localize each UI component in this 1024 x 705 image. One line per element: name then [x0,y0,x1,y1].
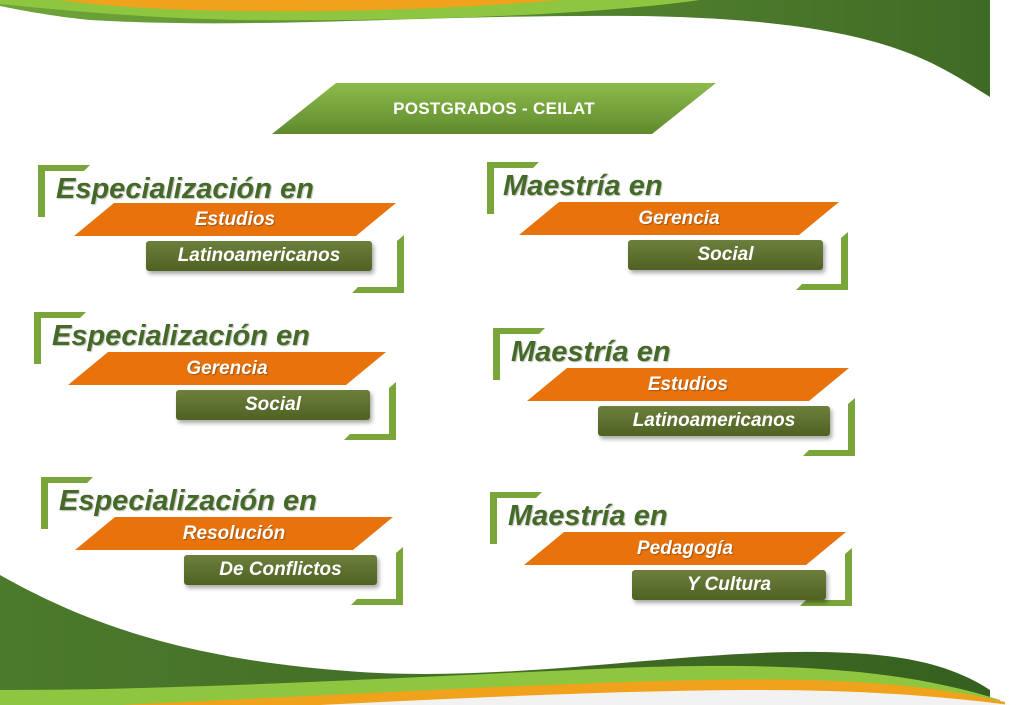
band-shape [75,517,393,550]
corner-brackets [493,328,855,456]
program-title: Maestría en [503,170,663,202]
band-shape [519,202,839,235]
program-subject-band: Pedagogía [524,532,846,565]
corner-brackets [34,312,396,440]
program-title: Maestría en [511,336,671,368]
program-subject-band: Resolución [75,517,393,550]
program-subject-band: Estudios [74,203,396,236]
corner-brackets [490,492,852,606]
band-shape [527,368,849,401]
program-subject: Estudios [194,208,276,230]
title-banner: POSTGRADOS - CEILAT [272,83,716,134]
program-subject-band: Gerencia [68,352,386,385]
program-card: Especialización en Resolución De Conflicto… [41,477,411,613]
program-subject-plate: Y Cultura [632,570,826,600]
band-shape [524,532,846,565]
program-subject: Pedagogía [636,537,734,559]
top-wave-orange [60,0,560,12]
program-subject-band: Gerencia [519,202,839,235]
bracket-bottom-right [344,382,396,440]
program-title: Especialización en [56,173,314,205]
bracket-bottom-right [352,235,404,293]
page-title: POSTGRADOS - CEILAT [393,98,595,118]
program-title: Maestría en [508,500,668,532]
bracket-top-left [38,165,90,217]
program-subject-plate: Social [176,390,370,420]
corner-brackets [487,162,848,290]
program-subject-plate: De Conflictos [184,555,377,585]
program-subject-plate: Latinoamericanos [598,406,830,436]
program-subject: Estudios [647,373,729,395]
program-subject: Resolución [182,522,286,544]
bracket-top-left [493,328,545,380]
bracket-top-left [490,492,542,544]
bracket-bottom-right [800,548,852,606]
program-subject-band: Estudios [527,368,849,401]
corner-brackets [41,477,403,605]
bracket-bottom-right [796,232,848,290]
banner-shape [272,83,716,134]
bracket-bottom-right [803,398,855,456]
bracket-bottom-right [351,547,403,605]
program-card: Maestría en Pedagogía Y Cultura [490,492,860,614]
program-subject-plate: Latinoamericanos [146,241,372,271]
program-subject: Gerencia [186,357,268,379]
program-title: Especialización en [59,485,317,517]
band-shape [74,203,396,236]
program-title: Especialización en [52,320,310,352]
band-shape [68,352,386,385]
bracket-top-left [487,162,539,214]
program-subject-plate: Social [628,240,823,270]
program-subject: Gerencia [638,207,720,229]
corner-brackets [38,165,404,293]
bottom-wave-white [320,690,1010,705]
